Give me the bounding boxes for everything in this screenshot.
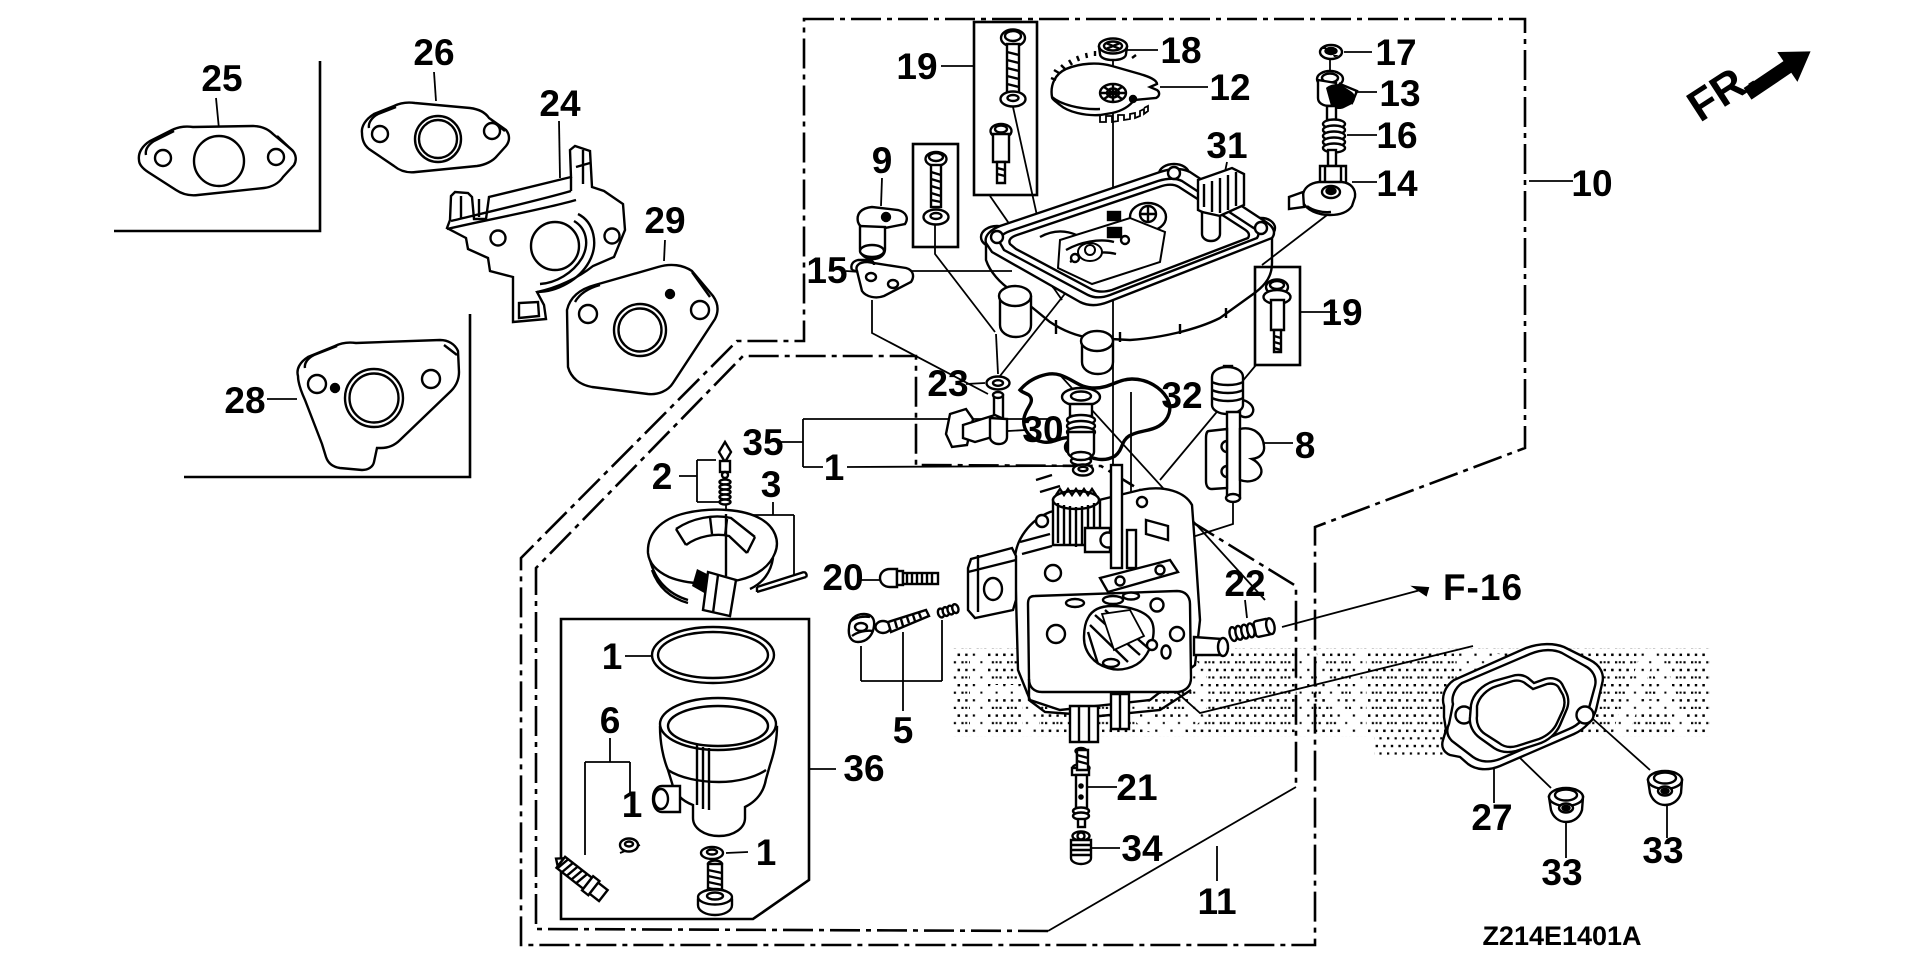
- svg-text:13: 13: [1379, 73, 1420, 114]
- svg-text:15: 15: [806, 250, 847, 291]
- svg-text:35: 35: [742, 422, 783, 463]
- svg-text:36: 36: [843, 748, 884, 789]
- svg-text:Z214E1401A: Z214E1401A: [1482, 921, 1641, 951]
- svg-text:33: 33: [1541, 852, 1582, 893]
- svg-text:32: 32: [1161, 375, 1202, 416]
- svg-text:19: 19: [1321, 292, 1362, 333]
- svg-text:16: 16: [1376, 115, 1417, 156]
- svg-text:12: 12: [1209, 67, 1250, 108]
- svg-text:27: 27: [1471, 797, 1512, 838]
- svg-text:25: 25: [201, 58, 242, 99]
- svg-text:20: 20: [822, 557, 863, 598]
- svg-text:21: 21: [1116, 767, 1157, 808]
- svg-text:28: 28: [224, 380, 265, 421]
- svg-text:19: 19: [896, 46, 937, 87]
- svg-text:30: 30: [1022, 409, 1063, 450]
- svg-text:23: 23: [927, 363, 968, 404]
- svg-text:3: 3: [761, 464, 782, 505]
- svg-text:10: 10: [1571, 163, 1612, 204]
- svg-text:1: 1: [824, 447, 845, 488]
- svg-text:1: 1: [756, 832, 777, 873]
- svg-text:8: 8: [1295, 425, 1316, 466]
- svg-text:6: 6: [600, 700, 621, 741]
- svg-text:5: 5: [893, 710, 914, 751]
- svg-text:18: 18: [1160, 30, 1201, 71]
- svg-text:29: 29: [644, 200, 685, 241]
- svg-text:22: 22: [1224, 563, 1265, 604]
- svg-text:9: 9: [872, 140, 893, 181]
- svg-text:11: 11: [1197, 881, 1236, 922]
- svg-text:33: 33: [1642, 830, 1683, 871]
- svg-text:1: 1: [622, 784, 643, 825]
- svg-text:26: 26: [413, 32, 454, 73]
- svg-text:1: 1: [602, 636, 623, 677]
- svg-text:31: 31: [1206, 125, 1247, 166]
- svg-text:F-16: F-16: [1443, 567, 1523, 608]
- svg-text:24: 24: [539, 83, 581, 124]
- svg-text:14: 14: [1376, 163, 1418, 204]
- svg-text:17: 17: [1375, 32, 1416, 73]
- svg-text:2: 2: [652, 456, 673, 497]
- svg-text:34: 34: [1121, 828, 1163, 869]
